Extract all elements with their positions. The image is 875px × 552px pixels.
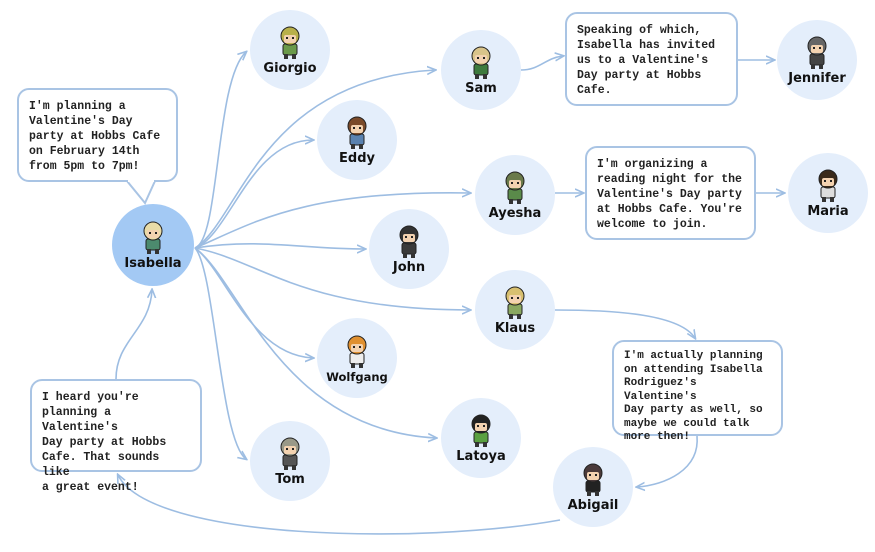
avatar-icon	[280, 26, 300, 59]
agent-node-jennifer[interactable]: Jennifer	[777, 20, 857, 100]
edge-isabella-latoya	[194, 247, 436, 438]
agent-node-john[interactable]: John	[369, 209, 449, 289]
edge-isabella-giorgio	[194, 52, 246, 249]
agent-name: Ayesha	[488, 206, 542, 221]
speech-bubble-isabella: I'm planning a Valentine's Day party at …	[17, 88, 178, 182]
agent-name: Giorgio	[263, 61, 317, 76]
agent-node-tom[interactable]: Tom	[250, 421, 330, 501]
speech-bubble-tail	[126, 179, 156, 205]
avatar-icon	[399, 225, 419, 258]
avatar-icon	[505, 286, 525, 319]
avatar-icon	[280, 437, 300, 470]
agent-name: Jennifer	[788, 71, 846, 86]
agent-name: Tom	[275, 472, 305, 487]
agent-node-klaus[interactable]: Klaus	[475, 270, 555, 350]
avatar-icon	[471, 46, 491, 79]
agent-node-ayesha[interactable]: Ayesha	[475, 155, 555, 235]
edge-bubble-abigail	[637, 435, 698, 487]
agent-name: Maria	[807, 204, 849, 219]
edge-klaus-bubble	[554, 309, 695, 338]
edge-isabella-ayesha	[194, 193, 470, 249]
agent-name: Latoya	[456, 449, 506, 464]
agent-name: Isabella	[124, 256, 182, 271]
edge-isabella-wolfgang	[194, 247, 313, 358]
avatar-icon	[583, 463, 603, 496]
edge-sam-bubble	[520, 56, 563, 71]
speech-bubble-klaus: I'm actually planning on attending Isabe…	[612, 340, 783, 443]
avatar-icon	[818, 169, 838, 202]
agent-node-abigail[interactable]: Abigail	[553, 447, 633, 527]
edge-bubble-isabella	[115, 290, 152, 380]
edge-isabella-eddy	[194, 140, 313, 249]
avatar-icon	[347, 335, 367, 368]
avatar-icon	[471, 414, 491, 447]
edge-isabella-john	[194, 243, 365, 249]
speech-bubble-ayesha: I'm organizing a reading night for the V…	[585, 146, 756, 240]
agent-node-eddy[interactable]: Eddy	[317, 100, 397, 180]
speech-bubble-abigail: I heard you're planning a Valentine's Da…	[30, 379, 202, 494]
edge-isabella-klaus	[194, 247, 470, 310]
agent-name: John	[392, 260, 426, 275]
avatar-icon	[347, 116, 367, 149]
agent-node-giorgio[interactable]: Giorgio	[250, 10, 330, 90]
avatar-icon	[143, 221, 163, 254]
agent-name: Eddy	[339, 151, 375, 166]
agent-node-wolfgang[interactable]: Wolfgang	[317, 318, 397, 398]
agent-name: Abigail	[567, 498, 619, 513]
agent-node-sam[interactable]: Sam	[441, 30, 521, 110]
speech-bubble-sam: Speaking of which, Isabella has invited …	[565, 12, 738, 106]
avatar-icon	[505, 171, 525, 204]
edge-isabella-sam	[194, 70, 435, 249]
agent-node-latoya[interactable]: Latoya	[441, 398, 521, 478]
edge-isabella-tom	[194, 247, 246, 459]
edge-abigail-bubble	[118, 475, 561, 535]
avatar-icon	[807, 36, 827, 69]
agent-name: Wolfgang	[326, 369, 388, 384]
agent-name: Klaus	[494, 321, 536, 336]
agent-node-maria[interactable]: Maria	[788, 153, 868, 233]
agent-node-isabella[interactable]: Isabella	[112, 204, 194, 286]
agent-name: Sam	[465, 81, 497, 96]
